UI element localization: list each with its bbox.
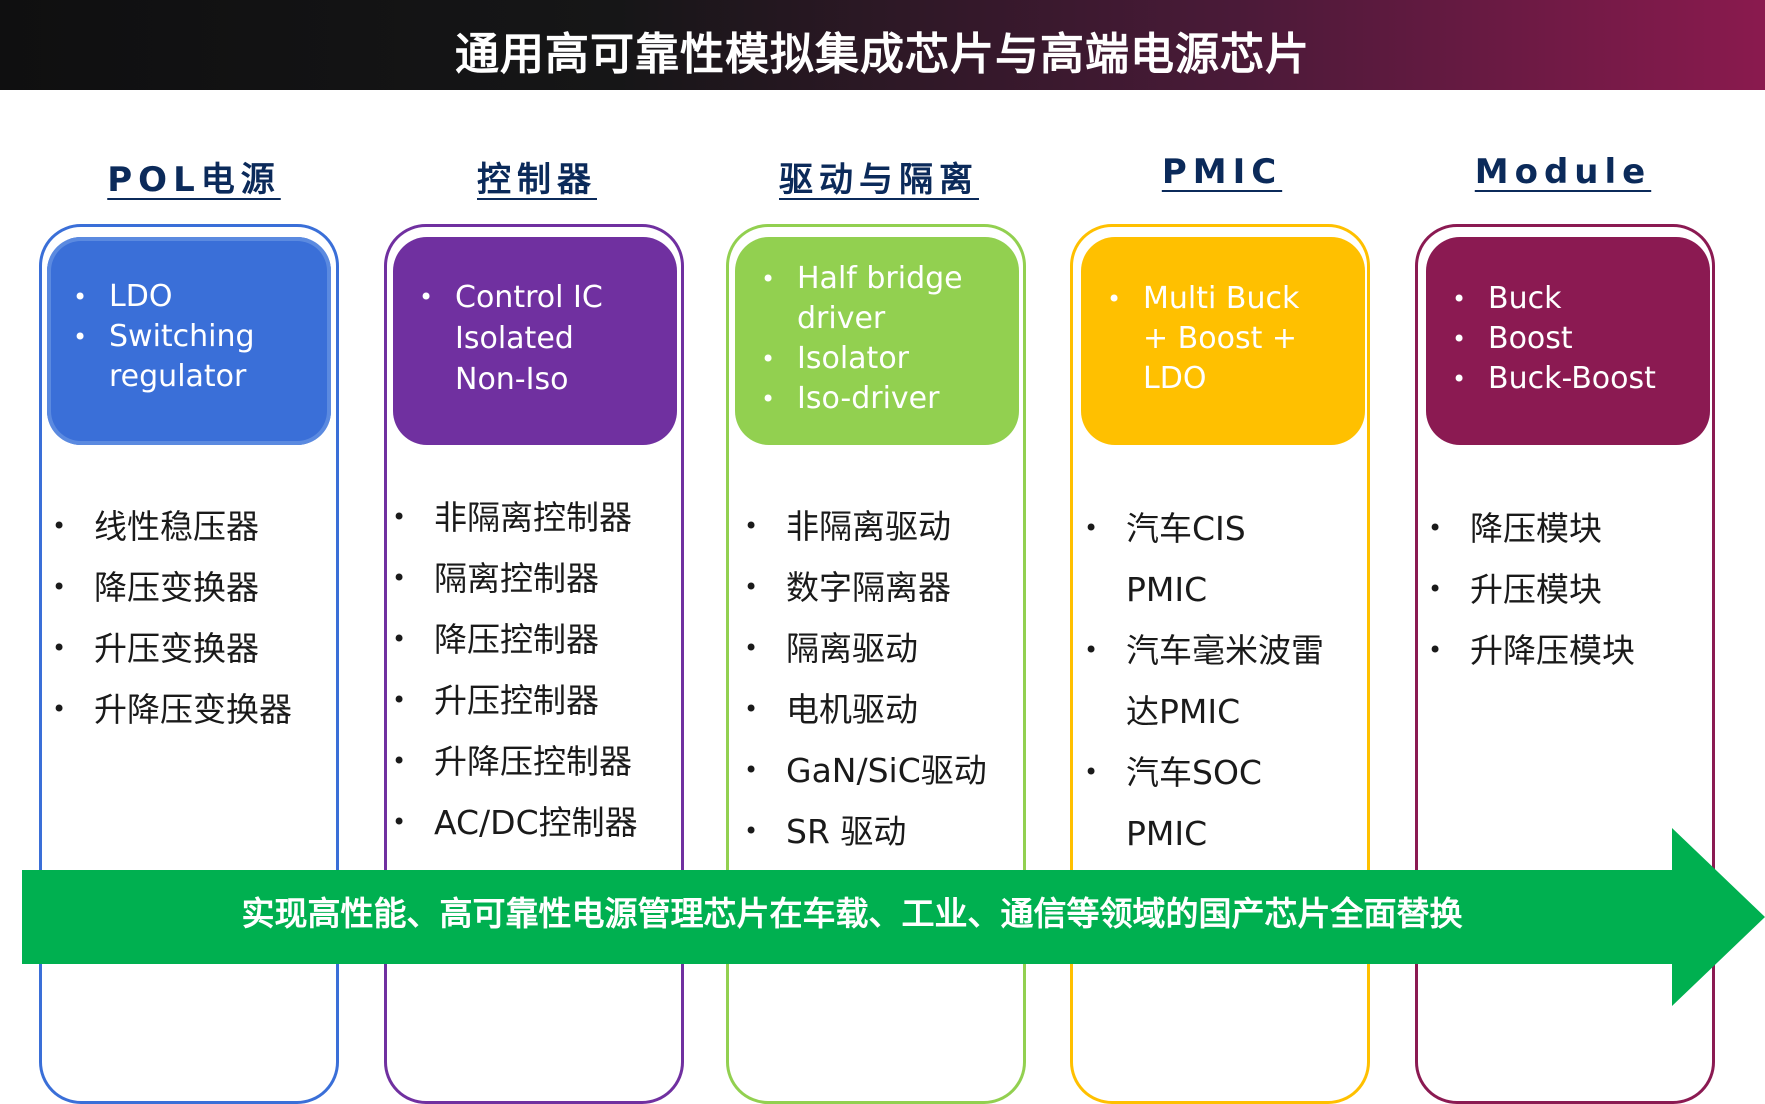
list-module: 降压模块 升压模块 升降压模块	[1428, 498, 1635, 681]
heading-pmic: PMIC	[1161, 152, 1283, 192]
list-item: 隔离驱动	[744, 618, 987, 679]
list-item: 汽车毫米波雷达PMIC	[1084, 620, 1334, 742]
list-item: 非隔离驱动	[744, 496, 987, 557]
list-item: 升降压模块	[1428, 620, 1635, 681]
heading-pol: POL电源	[107, 160, 281, 200]
list-item: 升压控制器	[392, 670, 638, 731]
box-pmic: Multi Buck + Boost + LDO	[1081, 237, 1365, 445]
footer-arrow	[22, 828, 1765, 1006]
list-item: GaN/SiC驱动	[744, 740, 987, 801]
box-module-item: Buck-Boost	[1436, 359, 1700, 399]
box-pol-item: LDO	[57, 277, 321, 317]
list-pmic: 汽车CIS PMIC 汽车毫米波雷达PMIC 汽车SOC PMIC	[1084, 498, 1334, 864]
list-item: SR 驱动	[744, 801, 987, 862]
box-controller-item: Control IC Isolated Non-Iso	[403, 277, 635, 400]
box-pmic-item: Multi Buck + Boost + LDO	[1091, 279, 1313, 399]
list-item: 汽车CIS PMIC	[1084, 498, 1334, 620]
list-item: 升压模块	[1428, 559, 1635, 620]
list-item: 电机驱动	[744, 679, 987, 740]
list-item: AC/DC控制器	[392, 792, 638, 853]
box-pol-item: Switching regulator	[57, 317, 299, 397]
list-item: 汽车SOC PMIC	[1084, 742, 1334, 864]
box-module: Buck Boost Buck-Boost	[1426, 237, 1710, 445]
list-item: 数字隔离器	[744, 557, 987, 618]
list-item: 隔离控制器	[392, 548, 638, 609]
list-controller: 非隔离控制器 隔离控制器 降压控制器 升压控制器 升降压控制器 AC/DC控制器	[392, 487, 638, 853]
list-item: 升压变换器	[52, 618, 292, 679]
list-item: 非隔离控制器	[392, 487, 638, 548]
box-driver-item: Isolator	[745, 339, 1009, 379]
box-driver-item: Half bridge driver	[745, 259, 987, 339]
list-item: 降压模块	[1428, 498, 1635, 559]
heading-module: Module	[1474, 152, 1652, 192]
title-bar: 通用高可靠性模拟集成芯片与高端电源芯片	[0, 0, 1765, 90]
list-item: 降压控制器	[392, 609, 638, 670]
box-module-item: Buck	[1436, 279, 1700, 319]
list-item: 降压变换器	[52, 557, 292, 618]
heading-driver-isolation: 驱动与隔离	[779, 160, 979, 200]
list-item: 线性稳压器	[52, 496, 292, 557]
list-item: 升降压变换器	[52, 679, 292, 740]
heading-controller: 控制器	[477, 160, 597, 200]
box-driver: Half bridge driver Isolator Iso-driver	[735, 237, 1019, 445]
footer-text: 实现高性能、高可靠性电源管理芯片在车载、工业、通信等领域的国产芯片全面替换	[241, 894, 1463, 933]
list-item: 升降压控制器	[392, 731, 638, 792]
box-controller: Control IC Isolated Non-Iso	[393, 237, 677, 445]
page-title: 通用高可靠性模拟集成芯片与高端电源芯片	[455, 29, 1310, 80]
box-pol: LDO Switching regulator	[47, 237, 331, 445]
box-driver-item: Iso-driver	[745, 379, 1009, 419]
list-pol: 线性稳压器 降压变换器 升压变换器 升降压变换器	[52, 496, 292, 740]
box-module-item: Boost	[1436, 319, 1700, 359]
list-driver: 非隔离驱动 数字隔离器 隔离驱动 电机驱动 GaN/SiC驱动 SR 驱动	[744, 496, 987, 862]
